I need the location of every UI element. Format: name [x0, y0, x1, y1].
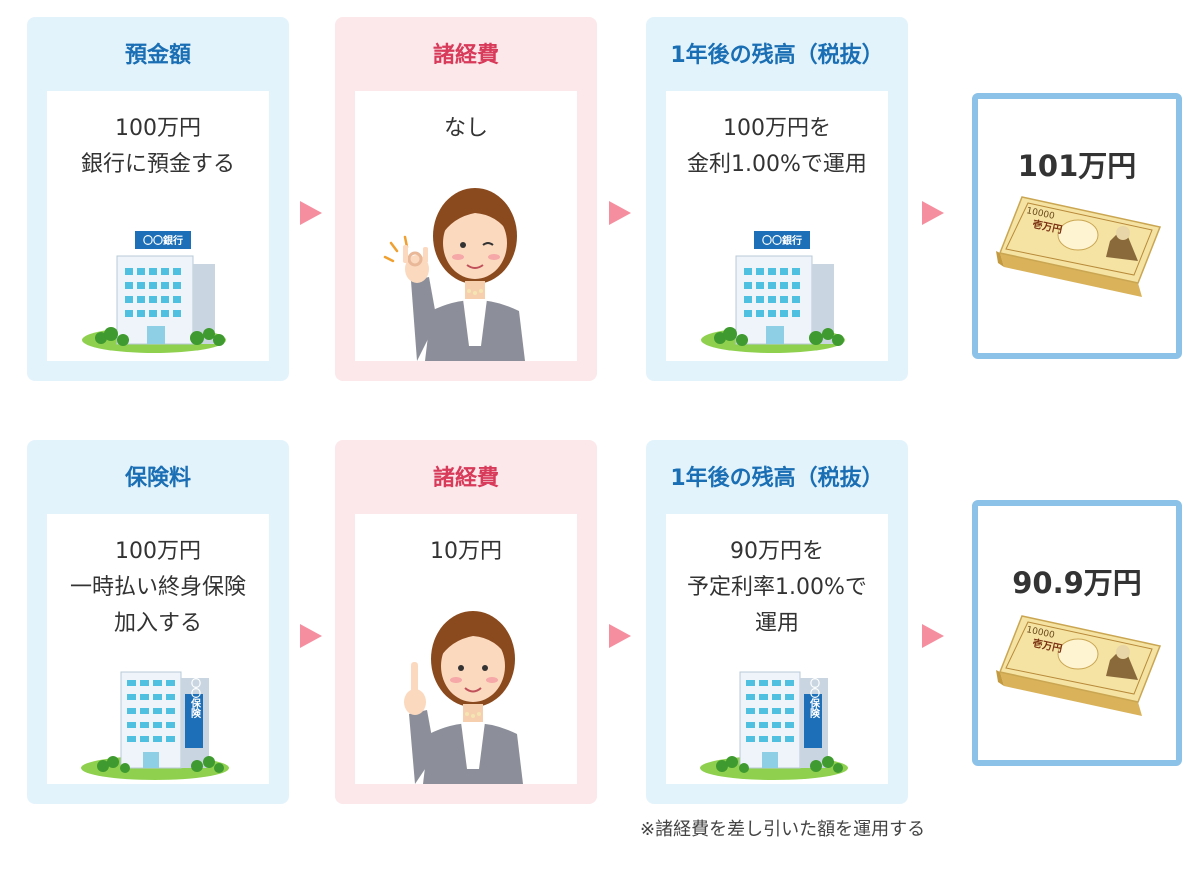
result-amount: 90.9万円	[1012, 566, 1142, 600]
expense-card: 諸経費 10万円	[335, 440, 597, 804]
yen-bundle-icon: 10000 壱万円	[996, 615, 1162, 716]
expense-card-line: なし	[443, 116, 488, 141]
balance-card-body: 100万円を 金利1.00%で運用 〇〇銀行	[666, 91, 888, 361]
pointing-woman-icon	[404, 611, 523, 784]
deposit-card: 預金額 100万円 銀行に預金する 〇〇銀行	[27, 17, 289, 381]
deposit-card-title: 預金額	[124, 43, 191, 68]
premium-card-line: 100万円	[115, 539, 201, 564]
expense-card-line: 10万円	[430, 539, 502, 564]
arrow-right-icon	[609, 624, 631, 648]
bank-building-icon: 〇〇銀行	[701, 231, 845, 353]
expense-card-title: 諸経費	[432, 466, 499, 491]
insurance-sign: 〇〇保険	[808, 677, 821, 719]
deposit-card-line: 100万円	[115, 116, 201, 141]
bank-building-icon: 〇〇銀行	[82, 231, 226, 353]
expense-card-body: 10万円	[355, 514, 577, 784]
ok-gesture-woman-icon	[383, 188, 525, 361]
bank-sign: 〇〇銀行	[762, 234, 802, 247]
insurance-building-icon: 〇〇保険	[700, 671, 848, 780]
premium-card-title: 保険料	[124, 466, 191, 491]
insurance-building-icon: 〇〇保険	[81, 671, 229, 780]
insurance-sign: 〇〇保険	[189, 677, 202, 719]
premium-card-line: 加入する	[113, 611, 202, 636]
premium-card: 保険料 100万円 一時払い終身保険 加入する 〇〇保険	[27, 440, 289, 804]
balance-card-body: 90万円を 予定利率1.00%で 運用 〇〇保険	[666, 514, 888, 784]
yen-bundle-icon: 10000 壱万円	[996, 196, 1162, 297]
balance-card-line: 金利1.00%で運用	[687, 152, 867, 177]
balance-card-line: 運用	[754, 611, 799, 636]
arrow-right-icon	[922, 624, 944, 648]
deposit-card-body: 100万円 銀行に預金する 〇〇銀行	[47, 91, 269, 361]
premium-card-body: 100万円 一時払い終身保険 加入する 〇〇保険	[47, 514, 269, 784]
balance-card-title: 1年後の残高（税抜）	[670, 466, 884, 491]
balance-card-line: 予定利率1.00%で	[687, 575, 867, 600]
result-box: 90.9万円 10000 壱万円	[972, 500, 1182, 766]
expense-card-body: なし	[355, 91, 577, 361]
result-amount: 101万円	[1017, 149, 1137, 183]
balance-card: 1年後の残高（税抜） 90万円を 予定利率1.00%で 運用 〇〇保険	[646, 440, 908, 804]
balance-card: 1年後の残高（税抜） 100万円を 金利1.00%で運用 〇〇銀行	[646, 17, 908, 381]
expense-card-title: 諸経費	[432, 43, 499, 68]
arrow-right-icon	[922, 201, 944, 225]
result-box: 101万円 10000 壱万円	[972, 93, 1182, 359]
premium-card-line: 一時払い終身保険	[69, 575, 246, 600]
arrow-right-icon	[300, 201, 322, 225]
bank-sign: 〇〇銀行	[143, 234, 183, 247]
arrow-right-icon	[609, 201, 631, 225]
deposit-card-line: 銀行に預金する	[80, 152, 235, 177]
footnote: ※諸経費を差し引いた額を運用する	[640, 819, 926, 840]
balance-card-title: 1年後の残高（税抜）	[670, 43, 884, 68]
expense-card: 諸経費 なし	[335, 17, 597, 381]
balance-card-line: 100万円を	[723, 116, 831, 141]
arrow-right-icon	[300, 624, 322, 648]
balance-card-line: 90万円を	[730, 539, 824, 564]
